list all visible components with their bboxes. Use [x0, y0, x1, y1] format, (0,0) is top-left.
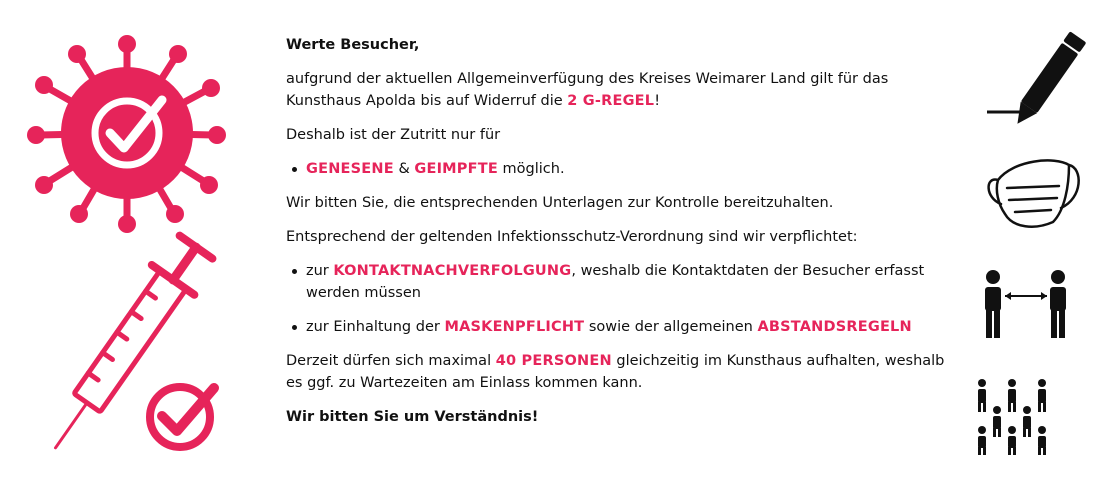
capacity-paragraph: Derzeit dürfen sich maximal 40 PERSONEN …	[286, 350, 951, 394]
access-text: Deshalb ist der Zutritt nur für	[286, 127, 501, 143]
greeting: Werte Besucher,	[286, 37, 420, 53]
bullet-recovered-vaccinated: GENESENE & GEIMPFTE möglich.	[286, 158, 951, 180]
crowd-icon	[978, 379, 1046, 455]
intro-paragraph: aufgrund der aktuellen Allgemeinverfügun…	[286, 68, 951, 112]
recovered-highlight: GENESENE	[306, 161, 394, 177]
contact-prefix: zur	[306, 263, 334, 279]
vaccinated-highlight: GEIMPFTE	[414, 161, 498, 177]
mask-highlight: MASKENPFLICHT	[444, 319, 585, 335]
syringe-icon	[54, 231, 217, 450]
capacity-suffix: gleichzeitig im Kunsthaus aufhalten, wes…	[286, 353, 945, 391]
pen-icon	[987, 32, 1086, 124]
intro-suffix: !	[654, 93, 661, 109]
right-icons	[978, 32, 1086, 455]
mask-mid: sowie der allgemeinen	[584, 319, 758, 335]
possible-text: möglich.	[497, 161, 565, 177]
documents-text: Wir bitten Sie, die entsprechenden Unter…	[286, 195, 834, 211]
checkmark-circle-icon	[146, 383, 219, 451]
bullet-contact-tracing: zur KONTAKTNACHVERFOLGUNG, weshalb die K…	[286, 260, 951, 304]
rule-highlight: 2 G-REGEL	[567, 93, 655, 109]
mask-prefix: zur Einhaltung der	[306, 319, 445, 335]
face-mask-icon	[987, 159, 1080, 228]
and-text: &	[393, 161, 415, 177]
closing-text: Wir bitten Sie um Verständnis!	[286, 409, 539, 425]
distance-people-icon	[985, 270, 1066, 338]
bullet-masks-distance: zur Einhaltung der MASKENPFLICHT sowie d…	[286, 316, 951, 338]
contact-suffix: , weshalb die Kontaktdaten der Besucher …	[306, 263, 925, 301]
capacity-prefix: Derzeit dürfen sich maximal	[286, 353, 496, 369]
capacity-highlight: 40 PERSONEN	[495, 353, 612, 369]
notice-text: Werte Besucher, aufgrund der aktuellen A…	[286, 34, 951, 440]
virus-check-icon	[27, 35, 226, 233]
obligation-text: Entsprechend der geltenden Infektionssch…	[286, 229, 858, 245]
left-illustrations	[27, 35, 226, 451]
contact-tracing-highlight: KONTAKTNACHVERFOLGUNG	[333, 263, 572, 279]
distance-highlight: ABSTANDSREGELN	[757, 319, 912, 335]
intro-text: aufgrund der aktuellen Allgemeinverfügun…	[286, 71, 889, 109]
